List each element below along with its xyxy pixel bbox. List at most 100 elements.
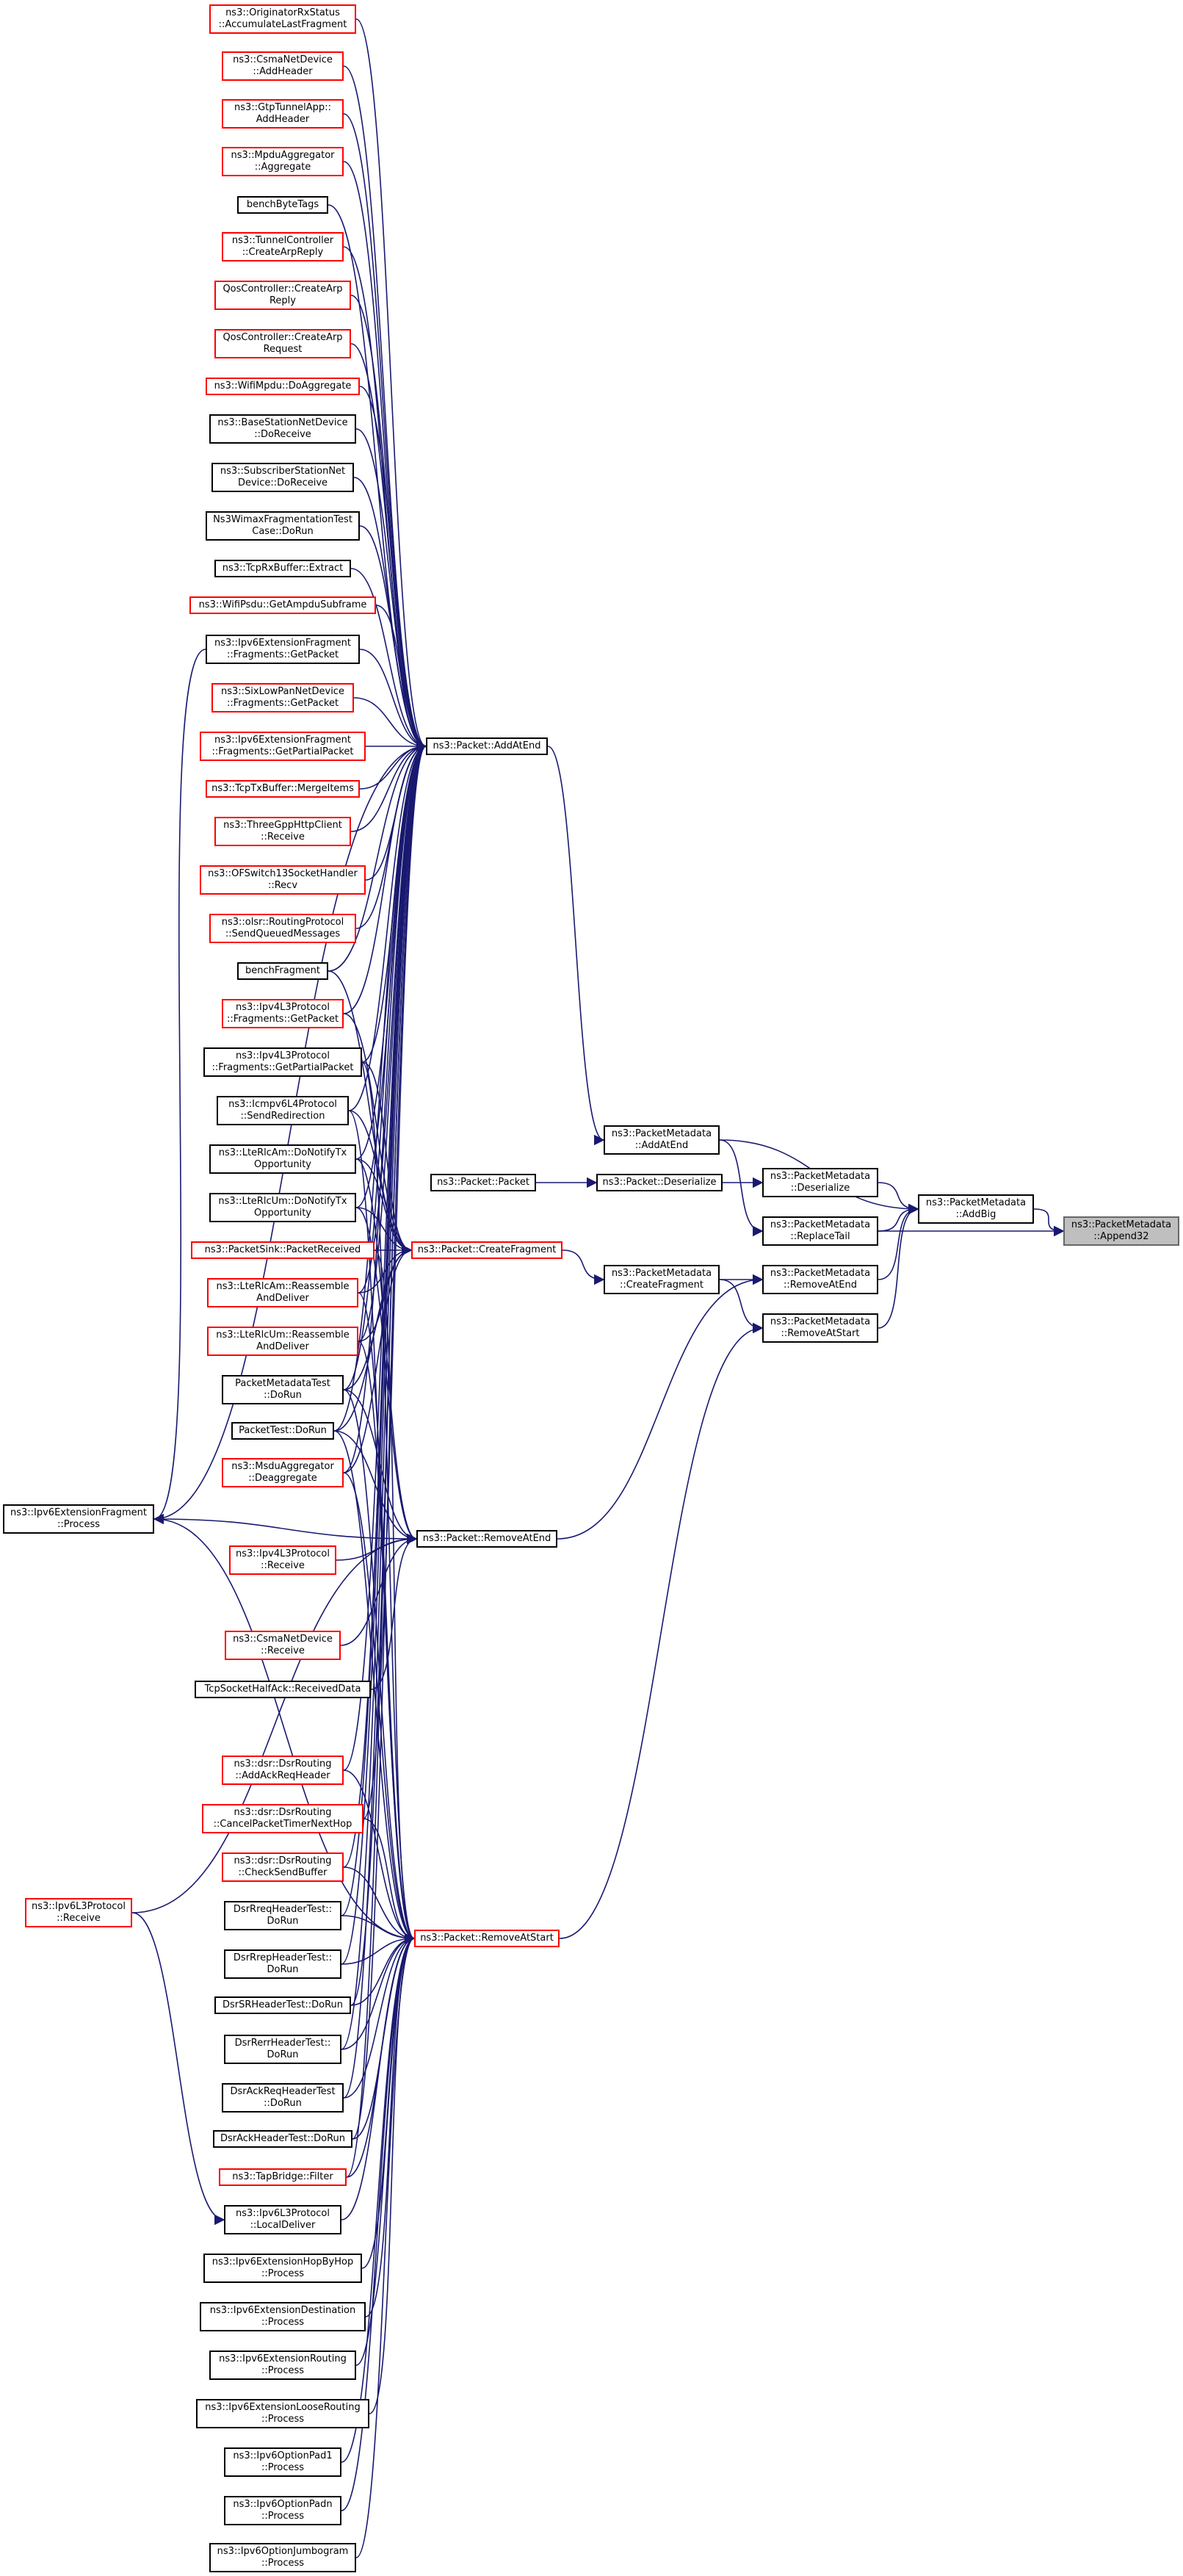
node-label: ns3::Packet::Deserialize [602, 1177, 717, 1188]
node-base-station-do-receive[interactable]: ns3::BaseStationNetDevice::DoReceive [209, 414, 356, 444]
node-ipv4-l3-receive[interactable]: ns3::Ipv4L3Protocol::Receive [229, 1545, 336, 1575]
node-packet-test-do-run[interactable]: PacketTest::DoRun [231, 1422, 334, 1440]
node-ipv6-option-padn-process[interactable]: ns3::Ipv6OptionPadn::Process [224, 2496, 341, 2525]
node-label: ns3::CsmaNetDevice [233, 1634, 333, 1645]
node-packet-remove-at-start[interactable]: ns3::Packet::RemoveAtStart [414, 1930, 560, 1947]
node-gtp-add-header[interactable]: ns3::GtpTunnelApp::AddHeader [222, 99, 344, 129]
call-edge [350, 568, 427, 752]
call-edge [341, 1933, 416, 2511]
node-sixlowpan-get-packet[interactable]: ns3::SixLowPanNetDevice::Fragments::GetP… [211, 683, 354, 712]
node-tcp-tx-buffer-merge-items[interactable]: ns3::TcpTxBuffer::MergeItems [206, 780, 360, 798]
node-packet-remove-at-end[interactable]: ns3::Packet::RemoveAtEnd [416, 1530, 557, 1548]
node-msdu-aggregator-deaggregate[interactable]: ns3::MsduAggregator::Deaggregate [222, 1458, 344, 1487]
node-csma-add-header[interactable]: ns3::CsmaNetDevice::AddHeader [222, 51, 344, 81]
call-edge [348, 740, 427, 1111]
node-ipv6-ext-routing-process[interactable]: ns3::Ipv6ExtensionRouting::Process [209, 2350, 356, 2380]
node-tunnel-create-arp-reply[interactable]: ns3::TunnelController::CreateArpReply [222, 232, 344, 261]
node-tcp-socket-half-ack-received-data[interactable]: TcpSocketHalfAck::ReceivedData [195, 1681, 371, 1698]
node-ipv6-ext-loose-routing-process[interactable]: ns3::Ipv6ExtensionLooseRouting::Process [196, 2399, 369, 2428]
node-ipv4-fragments-get-packet[interactable]: ns3::Ipv4L3Protocol::Fragments::GetPacke… [222, 999, 344, 1028]
node-label: ::Aggregate [254, 162, 311, 173]
call-edge [343, 1389, 416, 1944]
node-ipv6-ext-fragment-get-packet[interactable]: ns3::Ipv6ExtensionFragment::Fragments::G… [206, 635, 360, 664]
node-packet-metadata-deserialize[interactable]: ns3::PacketMetadata::Deserialize [762, 1168, 878, 1197]
node-label: ns3::Icmpv6L4Protocol [228, 1099, 337, 1110]
node-dsr-check-send-buffer[interactable]: ns3::dsr::DsrRouting::CheckSendBuffer [222, 1852, 344, 1882]
node-dsr-ack-header-test[interactable]: DsrAckHeaderTest::DoRun [213, 2130, 352, 2148]
call-edge [355, 18, 427, 751]
node-label: ::AddAtEnd [634, 1140, 689, 1151]
node-packet-metadata-remove-at-end[interactable]: ns3::PacketMetadata::RemoveAtEnd [762, 1265, 878, 1294]
call-edge [333, 1244, 413, 1432]
node-ipv6-ext-fragment-process[interactable]: ns3::Ipv6ExtensionFragment::Process [3, 1504, 154, 1534]
node-ipv6-ext-hop-by-hop-process[interactable]: ns3::Ipv6ExtensionHopByHop::Process [203, 2254, 362, 2283]
node-dsr-cancel-packet-timer[interactable]: ns3::dsr::DsrRouting::CancelPacketTimerN… [202, 1804, 363, 1833]
call-edge [343, 741, 427, 1473]
node-olsr-send-queued-messages[interactable]: ns3::olsr::RoutingProtocol::SendQueuedMe… [209, 914, 356, 943]
node-ipv6-option-jumbogram-process[interactable]: ns3::Ipv6OptionJumbogram::Process [209, 2543, 356, 2572]
node-dsr-rerr-header-test[interactable]: DsrRerrHeaderTest::DoRun [224, 2035, 341, 2064]
node-ofswitch13-recv[interactable]: ns3::OFSwitch13SocketHandler::Recv [200, 865, 366, 895]
node-packet-metadata-add-big[interactable]: ns3::PacketMetadata::AddBig [918, 1194, 1034, 1224]
node-packet-metadata-replace-tail[interactable]: ns3::PacketMetadata::ReplaceTail [762, 1216, 878, 1246]
node-packet-deserialize[interactable]: ns3::Packet::Deserialize [596, 1174, 723, 1191]
node-label: ::Fragments::GetPacket [226, 698, 339, 709]
node-label: ns3::TcpRxBuffer::Extract [222, 563, 344, 574]
node-label: ::ReplaceTail [790, 1231, 850, 1242]
node-label: ::RemoveAtStart [781, 1328, 860, 1339]
node-label: Request [263, 344, 303, 355]
node-dsr-ack-req-header-test[interactable]: DsrAckReqHeaderTest::DoRun [222, 2083, 344, 2113]
node-wifi-psdu-get-ampdu-subframe[interactable]: ns3::WifiPsdu::GetAmpduSubframe [189, 596, 376, 614]
node-label: ns3::Ipv4L3Protocol [236, 1548, 330, 1559]
node-ipv6-ext-fragment-get-partial-packet[interactable]: ns3::Ipv6ExtensionFragment::Fragments::G… [200, 732, 366, 761]
node-icmpv6-send-redirection[interactable]: ns3::Icmpv6L4Protocol::SendRedirection [217, 1096, 349, 1125]
node-three-gpp-http-client-receive[interactable]: ns3::ThreeGppHttpClient::Receive [214, 817, 351, 846]
node-packet-metadata-test-do-run[interactable]: PacketMetadataTest::DoRun [222, 1375, 344, 1404]
call-edge [341, 1933, 416, 2050]
call-edge [341, 1933, 416, 2220]
node-label: ns3::olsr::RoutingProtocol [221, 917, 344, 928]
node-ipv6-l3-local-deliver[interactable]: ns3::Ipv6L3Protocol::LocalDeliver [224, 2205, 341, 2234]
call-edge [343, 246, 427, 752]
node-label: TcpSocketHalfAck::ReceivedData [204, 1684, 361, 1695]
node-packet-add-at-end[interactable]: ns3::Packet::AddAtEnd [426, 737, 548, 755]
node-packet-sink-packet-received[interactable]: ns3::PacketSink::PacketReceived [191, 1241, 375, 1259]
node-label: ::Append32 [1093, 1231, 1149, 1242]
call-edge [361, 1061, 413, 1256]
node-originator-accumulate-last-fragment[interactable]: ns3::OriginatorRxStatus::AccumulateLastF… [209, 4, 356, 34]
node-packet-metadata-add-at-end[interactable]: ns3::PacketMetadata::AddAtEnd [604, 1125, 720, 1155]
node-ipv4-fragments-get-partial-packet[interactable]: ns3::Ipv4L3Protocol::Fragments::GetParti… [203, 1047, 362, 1077]
node-packet-metadata-remove-at-start[interactable]: ns3::PacketMetadata::RemoveAtStart [762, 1313, 878, 1343]
node-ipv6-l3-receive[interactable]: ns3::Ipv6L3Protocol::Receive [25, 1898, 132, 1927]
call-edge [341, 741, 427, 2050]
node-packet-create-fragment[interactable]: ns3::Packet::CreateFragment [411, 1241, 562, 1259]
node-tcp-rx-buffer-extract[interactable]: ns3::TcpRxBuffer::Extract [214, 560, 351, 577]
node-csma-receive[interactable]: ns3::CsmaNetDevice::Receive [225, 1631, 341, 1660]
node-wifi-mpdu-do-aggregate[interactable]: ns3::WifiMpdu::DoAggregate [206, 378, 360, 395]
node-dsr-add-ack-req-header[interactable]: ns3::dsr::DsrRouting::AddAckReqHeader [222, 1756, 344, 1785]
node-ipv6-option-pad1-process[interactable]: ns3::Ipv6OptionPad1::Process [224, 2447, 341, 2477]
node-dsr-rreq-header-test[interactable]: DsrRreqHeaderTest::DoRun [224, 1901, 341, 1930]
node-packet-metadata-create-fragment[interactable]: ns3::PacketMetadata::CreateFragment [604, 1265, 720, 1294]
node-label: ::DoRun [264, 1390, 302, 1401]
node-ipv6-ext-destination-process[interactable]: ns3::Ipv6ExtensionDestination::Process [200, 2302, 366, 2331]
node-bench-byte-tags[interactable]: benchByteTags [237, 196, 328, 214]
node-dsr-sr-header-test[interactable]: DsrSRHeaderTest::DoRun [214, 1996, 351, 2014]
node-mpdu-aggregate[interactable]: ns3::MpduAggregator::Aggregate [222, 147, 344, 176]
node-bench-fragment[interactable]: benchFragment [237, 962, 328, 980]
node-label: ns3::ThreeGppHttpClient [223, 820, 342, 831]
node-tap-bridge-filter[interactable]: ns3::TapBridge::Filter [219, 2168, 347, 2186]
node-dsr-rrep-header-test[interactable]: DsrRrepHeaderTest::DoRun [224, 1949, 341, 1979]
call-edge [359, 649, 427, 752]
node-packet-constructor[interactable]: ns3::Packet::Packet [430, 1174, 536, 1191]
